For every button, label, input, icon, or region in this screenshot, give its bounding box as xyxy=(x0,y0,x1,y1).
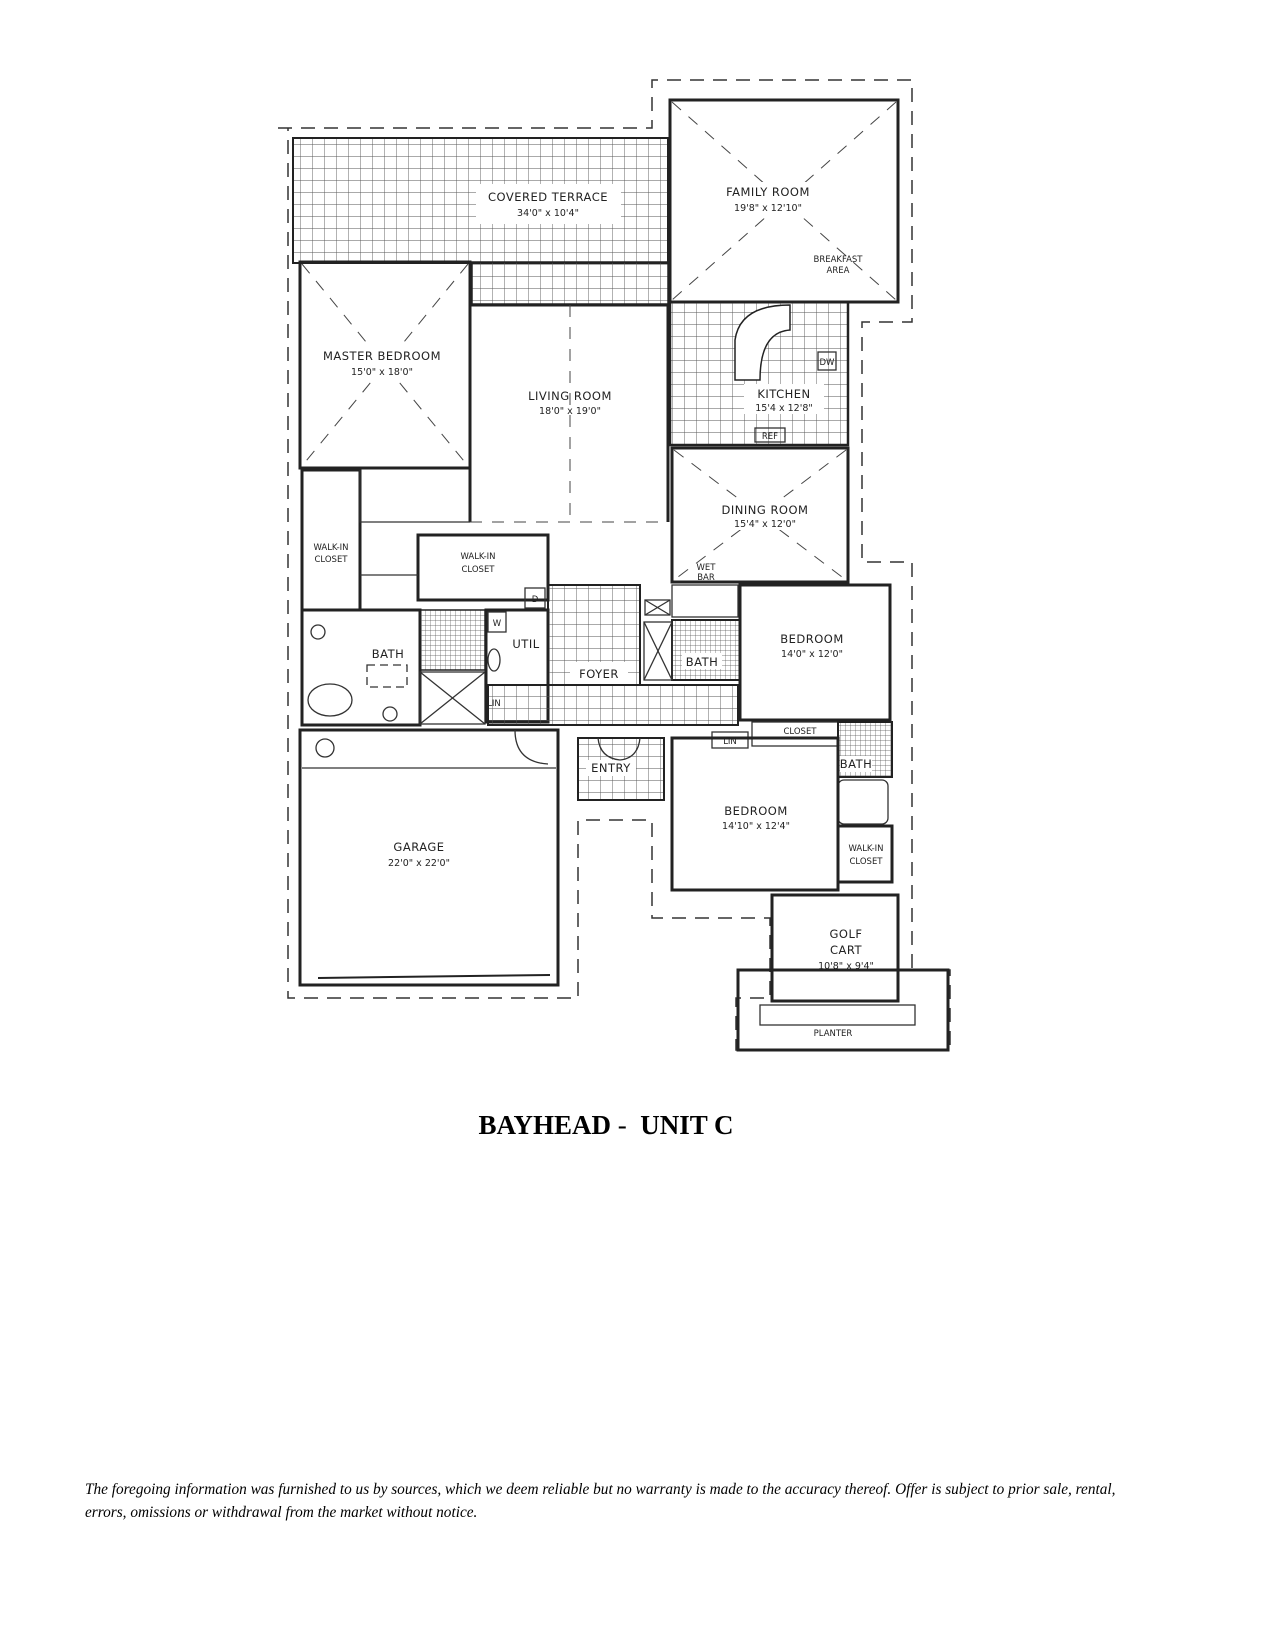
svg-text:COVERED TERRACE: COVERED TERRACE xyxy=(488,190,608,204)
wet-bar-label-2: BAR xyxy=(697,573,715,583)
golf-cart-label-2: CART xyxy=(830,943,863,957)
bath-2 xyxy=(671,619,741,681)
title-separator: - xyxy=(617,1110,627,1140)
plan-title: BAYHEAD - UNIT C xyxy=(0,1110,1212,1141)
garage-label: GARAGE xyxy=(393,840,444,854)
bedroom-1-label: BEDROOM xyxy=(780,632,844,646)
living-room-size: 18'0" x 19'0" xyxy=(539,406,601,417)
master-bedroom-label: MASTER BEDROOM xyxy=(323,349,441,363)
family-room-label: FAMILY ROOM xyxy=(726,185,810,199)
building-name: BAYHEAD xyxy=(478,1110,611,1140)
garage xyxy=(298,728,560,987)
refrigerator-label: REF xyxy=(762,432,778,442)
utility-linen-label: LIN xyxy=(487,699,501,709)
hall xyxy=(487,684,739,726)
utility-label: UTIL xyxy=(512,637,539,651)
golf-cart-size: 10'8" x 9'4" xyxy=(818,961,874,972)
dishwasher-label: DW xyxy=(820,358,836,368)
bedroom-1 xyxy=(738,583,892,722)
master-bedroom-size: 15'0" x 18'0" xyxy=(351,367,413,378)
dining-room-label: DINING ROOM xyxy=(722,503,809,517)
covered-terrace-label: COVERED TERRACE xyxy=(488,190,608,204)
walk-in-closet-1-label: WALK-IN xyxy=(313,543,348,553)
linen-label: LIN xyxy=(723,737,737,747)
walk-in-closet-2-label: WALK-IN xyxy=(460,552,495,562)
master-wc xyxy=(419,609,486,671)
living-room-label: LIVING ROOM xyxy=(528,389,612,403)
walk-in-closet-1-label-2: CLOSET xyxy=(314,555,348,565)
golf-cart-label: GOLF xyxy=(830,927,863,941)
bath-3-label: BATH xyxy=(840,757,873,771)
dryer-label: D xyxy=(532,595,539,605)
walk-in-closet-2-label-2: CLOSET xyxy=(461,565,495,575)
golf-cart xyxy=(770,893,900,1003)
walk-in-closet-3-label-2: CLOSET xyxy=(849,857,883,867)
closet-label: CLOSET xyxy=(783,727,817,737)
master-bath-label: BATH xyxy=(372,647,405,661)
living-room xyxy=(468,303,670,522)
entry-label: ENTRY xyxy=(591,761,631,775)
foyer-label: FOYER xyxy=(579,667,619,681)
unit-name: UNIT C xyxy=(640,1110,734,1140)
master-bath xyxy=(300,608,422,727)
planter-label: PLANTER xyxy=(814,1029,853,1039)
breakfast-area-label-2: AREA xyxy=(827,266,850,276)
bedroom-1-size: 14'0" x 12'0" xyxy=(781,649,843,660)
planter xyxy=(736,968,950,1052)
bath-2-label: BATH xyxy=(686,655,719,669)
family-room-size: 19'8" x 12'10" xyxy=(734,203,802,214)
washer-label: W xyxy=(493,619,502,629)
dining-room-size: 15'4" x 12'0" xyxy=(734,519,796,530)
bedroom-2-size: 14'10" x 12'4" xyxy=(722,821,790,832)
covered-terrace-size: 34'0" x 10'4" xyxy=(517,208,579,219)
kitchen-size: 15'4 x 12'8" xyxy=(755,403,813,414)
bedroom-2 xyxy=(670,736,840,892)
bedroom-2-label: BEDROOM xyxy=(724,804,788,818)
wet-bar-label: WET xyxy=(697,563,717,573)
walk-in-closet-2 xyxy=(416,533,550,602)
disclaimer: The foregoing information was furnished … xyxy=(85,1481,1116,1521)
breakfast-area-label: BREAKFAST xyxy=(813,255,863,265)
dining-room xyxy=(670,446,850,584)
walk-in-closet-3 xyxy=(836,824,894,884)
master-bedroom xyxy=(298,260,472,470)
walk-in-closet-3-label: WALK-IN xyxy=(848,844,883,854)
garage-size: 22'0" x 22'0" xyxy=(388,858,450,869)
kitchen-label: KITCHEN xyxy=(757,387,810,401)
roof-outline xyxy=(278,79,951,1051)
